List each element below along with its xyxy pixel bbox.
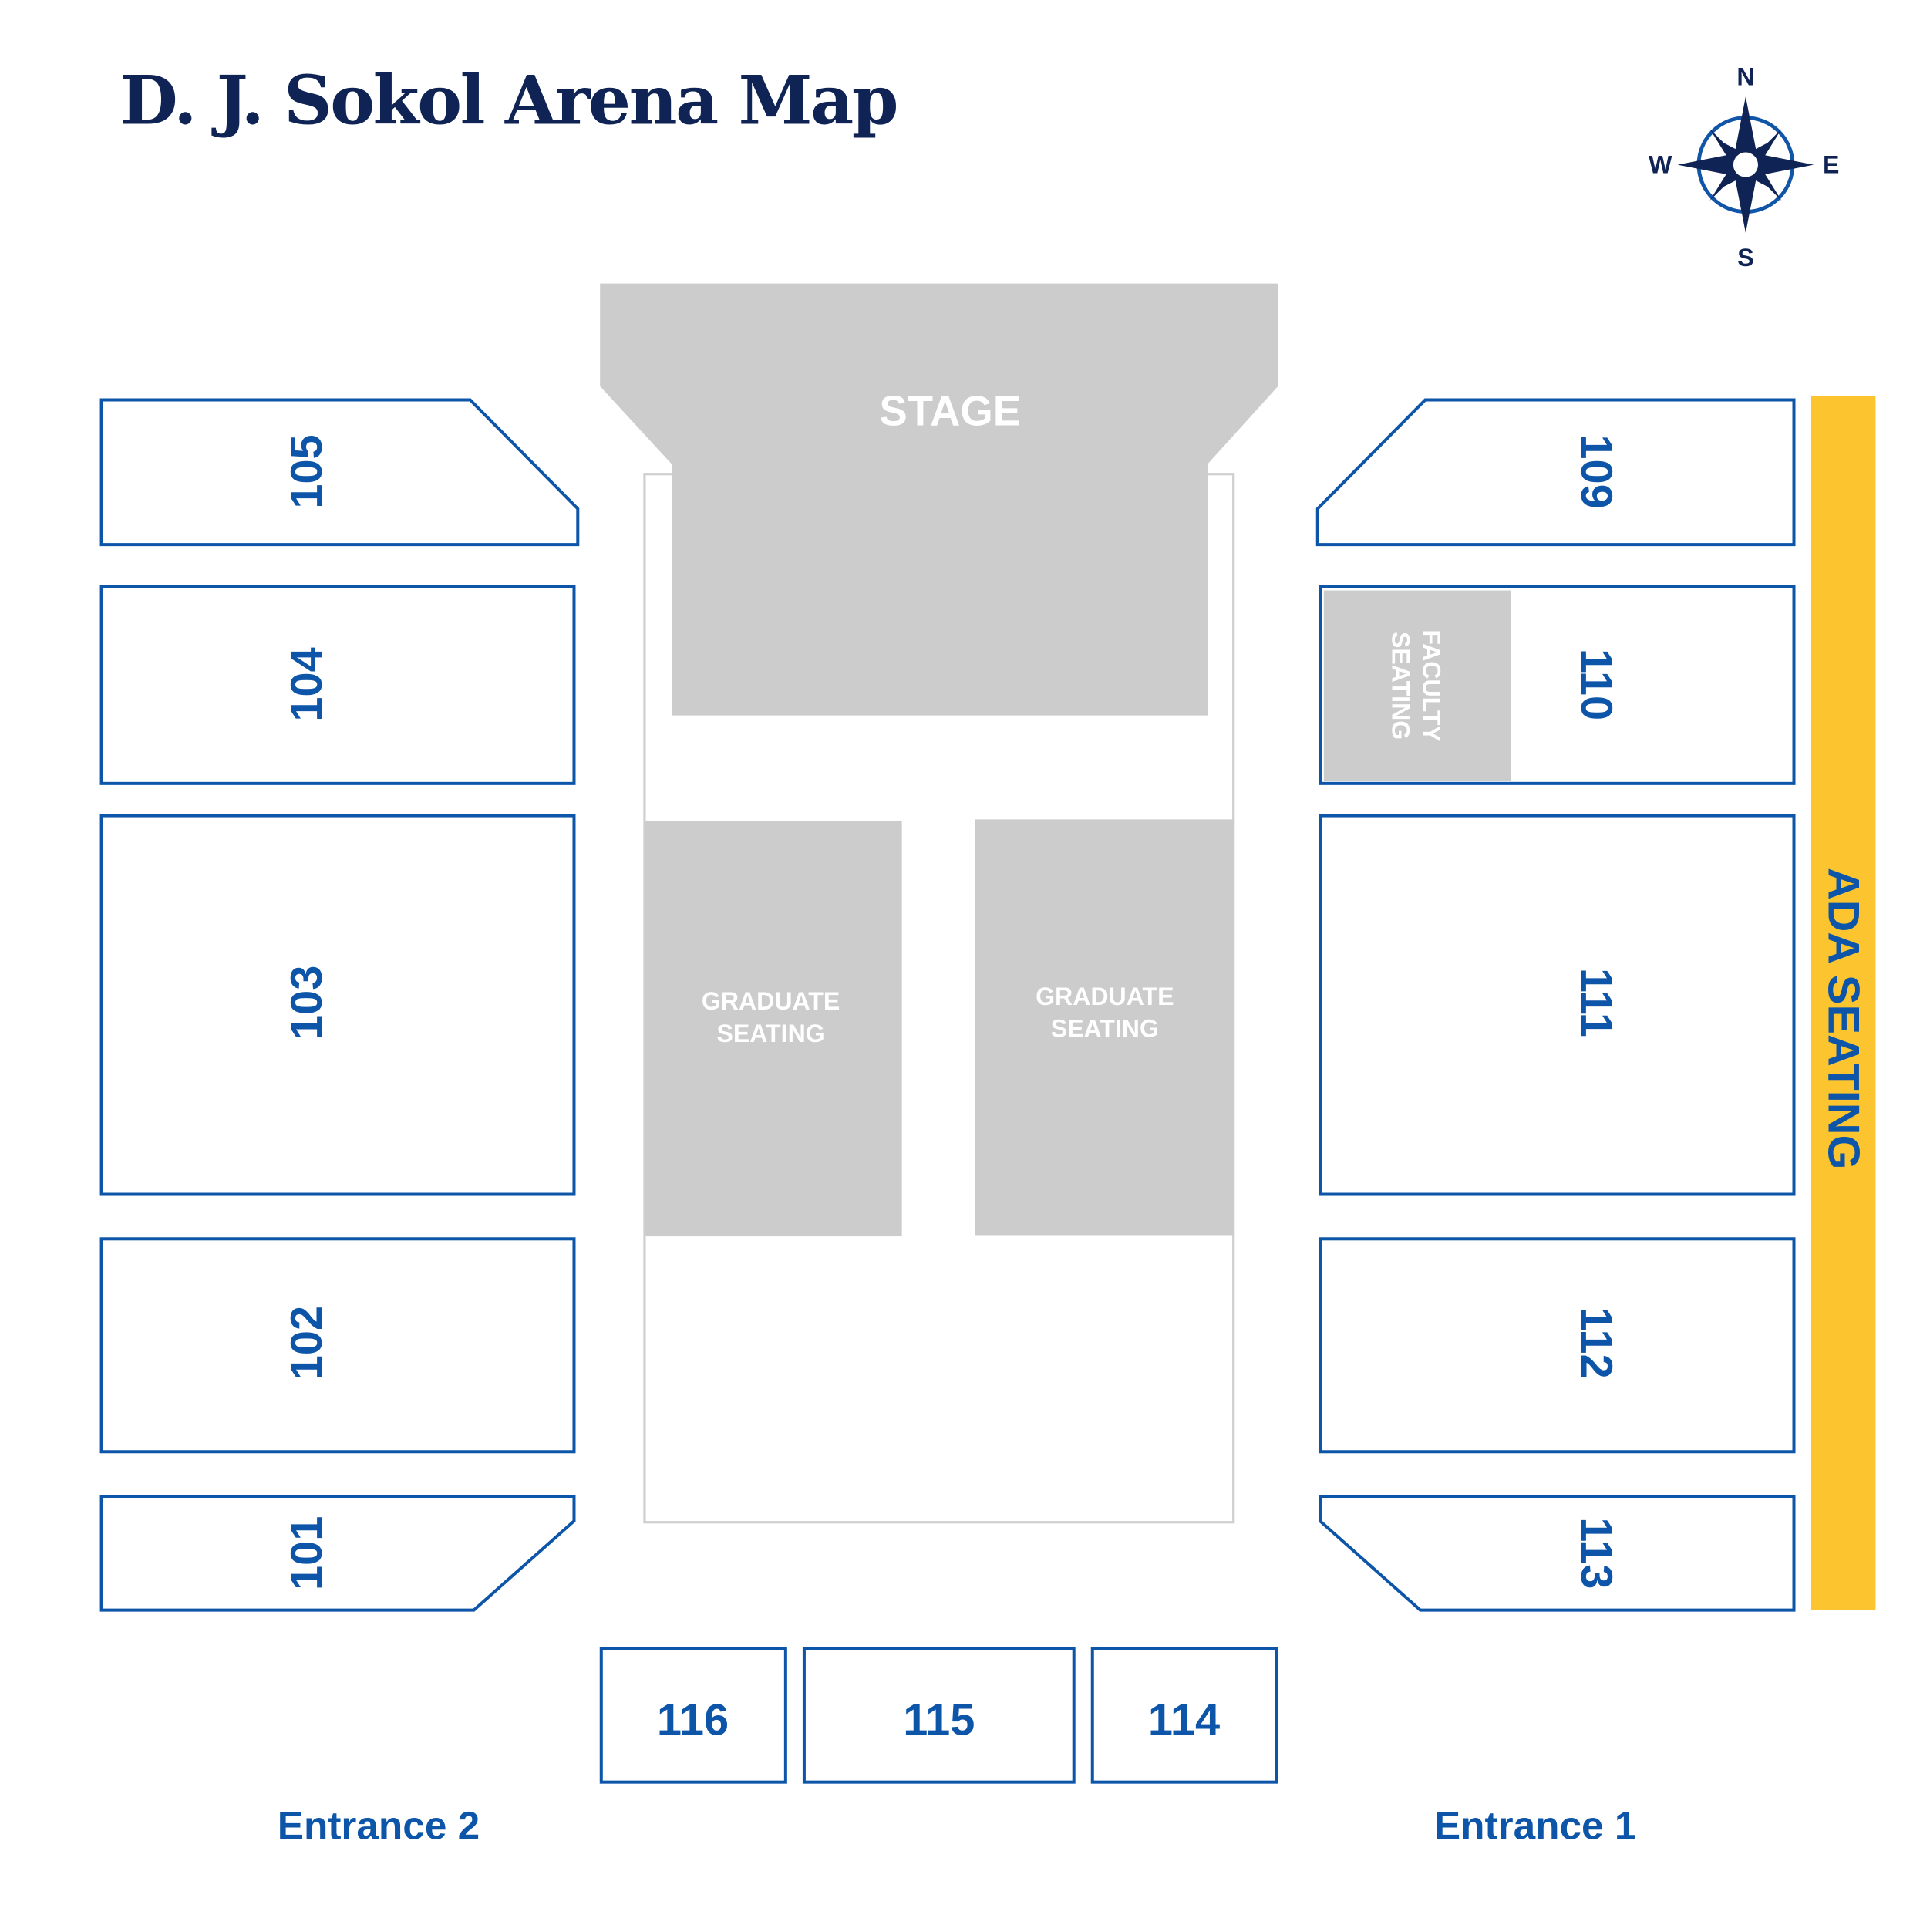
section-label: 101 bbox=[282, 1516, 332, 1590]
compass-east-label: E bbox=[1823, 151, 1839, 179]
section-114[interactable]: 114 bbox=[1090, 1647, 1278, 1784]
faculty-seating[interactable] bbox=[1323, 590, 1511, 781]
graduate-seating-label: GRADUATE bbox=[1036, 983, 1174, 1010]
section-113[interactable]: 113 bbox=[1318, 1495, 1796, 1612]
graduate-seating-label: SEATING bbox=[1051, 1015, 1159, 1043]
section-label: 115 bbox=[903, 1695, 975, 1745]
section-label: 105 bbox=[282, 434, 332, 508]
section-label: 112 bbox=[1571, 1307, 1621, 1378]
section-109[interactable]: 109 bbox=[1315, 398, 1796, 547]
section-label: 102 bbox=[282, 1306, 332, 1380]
section-115[interactable]: 115 bbox=[802, 1647, 1076, 1784]
section-105[interactable]: 105 bbox=[99, 398, 580, 547]
compass-icon: N S W E bbox=[1649, 63, 1839, 271]
entrance-2-label: Entrance 2 bbox=[278, 1803, 480, 1847]
section-label: 111 bbox=[1571, 968, 1621, 1037]
compass-west-label: W bbox=[1649, 151, 1672, 179]
graduate-seating-label: GRADUATE bbox=[702, 987, 840, 1015]
section-104[interactable]: 104 bbox=[99, 585, 576, 785]
section-label: 103 bbox=[282, 966, 332, 1040]
entrance-1-label: Entrance 1 bbox=[1434, 1803, 1636, 1847]
stage-label: STAGE bbox=[879, 387, 1021, 434]
section-103[interactable]: 103 bbox=[99, 814, 576, 1196]
ada-seating[interactable]: ADA SEATING bbox=[1810, 396, 1876, 1610]
faculty-seating-label: FACULTY bbox=[1417, 629, 1445, 742]
faculty-seating-label: SEATING bbox=[1386, 632, 1414, 740]
section-110[interactable]: FACULTY SEATING 110 bbox=[1318, 585, 1796, 785]
ada-seating-label: ADA SEATING bbox=[1819, 868, 1868, 1169]
section-label: 113 bbox=[1571, 1517, 1621, 1589]
section-label: 104 bbox=[282, 647, 332, 721]
page-title: D. J. Sokol Arena Map bbox=[120, 62, 897, 140]
section-label: 114 bbox=[1148, 1695, 1220, 1745]
section-label: 109 bbox=[1571, 434, 1621, 508]
section-111[interactable]: 111 bbox=[1318, 814, 1796, 1196]
section-101[interactable]: 101 bbox=[99, 1495, 576, 1612]
section-112[interactable]: 112 bbox=[1318, 1237, 1796, 1454]
stage[interactable] bbox=[600, 283, 1278, 716]
section-116[interactable]: 116 bbox=[599, 1647, 787, 1784]
section-label: 110 bbox=[1571, 649, 1621, 720]
graduate-seating-label: SEATING bbox=[716, 1020, 824, 1047]
section-102[interactable]: 102 bbox=[99, 1237, 576, 1454]
compass-south-label: S bbox=[1737, 244, 1753, 271]
graduate-seating-right[interactable] bbox=[975, 819, 1234, 1236]
section-label: 116 bbox=[657, 1695, 729, 1745]
compass-north-label: N bbox=[1736, 63, 1754, 91]
graduate-seating-left[interactable] bbox=[644, 820, 902, 1237]
